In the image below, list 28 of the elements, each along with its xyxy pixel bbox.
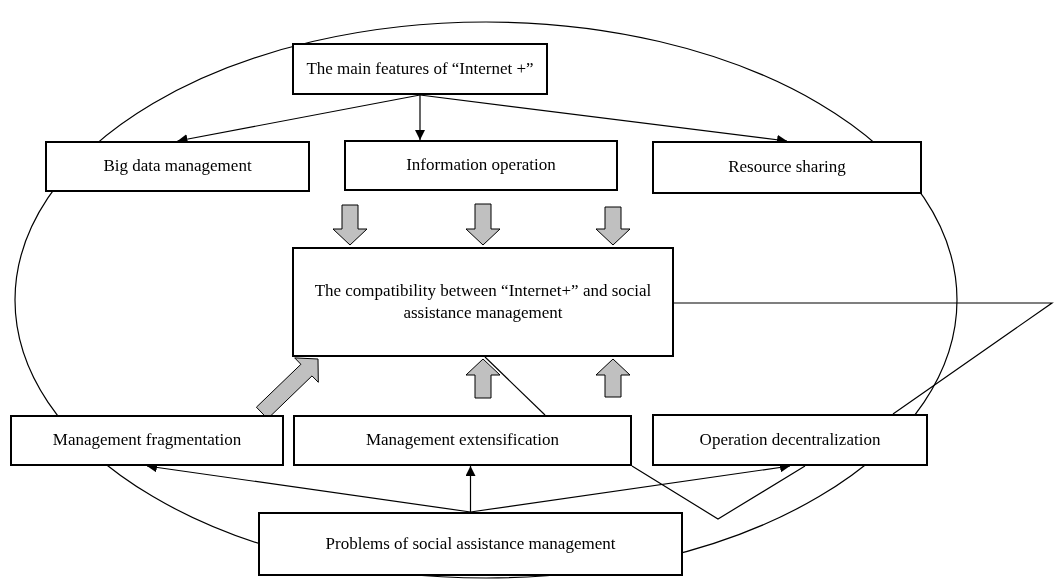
box-text: Management extensification	[365, 429, 560, 452]
block-arrow	[465, 203, 501, 246]
block-arrow	[595, 358, 631, 398]
process-box	[10, 415, 284, 466]
box-text: Resource sharing	[728, 156, 846, 179]
box-text: Problems of social assistance management	[325, 532, 616, 555]
arrow	[415, 94, 425, 141]
process-box	[652, 414, 928, 466]
process-box	[292, 247, 674, 357]
connector-line	[631, 465, 806, 520]
box-text: Management fragmentation	[52, 429, 242, 452]
box-text: The compatibility between “Internet+” and social assistance management	[313, 279, 653, 324]
block-arrow	[465, 358, 501, 399]
box-text: Information operation	[406, 154, 556, 177]
block-arrow	[595, 206, 631, 246]
process-box	[45, 141, 310, 192]
block-arrow	[332, 204, 368, 246]
box-text: Operation decentralization	[699, 428, 881, 451]
connector-line	[673, 302, 1054, 415]
process-box	[292, 43, 548, 95]
arrow	[465, 465, 476, 513]
process-box	[344, 140, 618, 191]
process-box	[652, 141, 922, 194]
process-box	[258, 512, 683, 576]
process-box	[293, 415, 632, 466]
connector-line	[484, 356, 546, 416]
box-text: The main features of “Internet +”	[306, 57, 534, 80]
box-text: Big data management	[103, 155, 252, 178]
